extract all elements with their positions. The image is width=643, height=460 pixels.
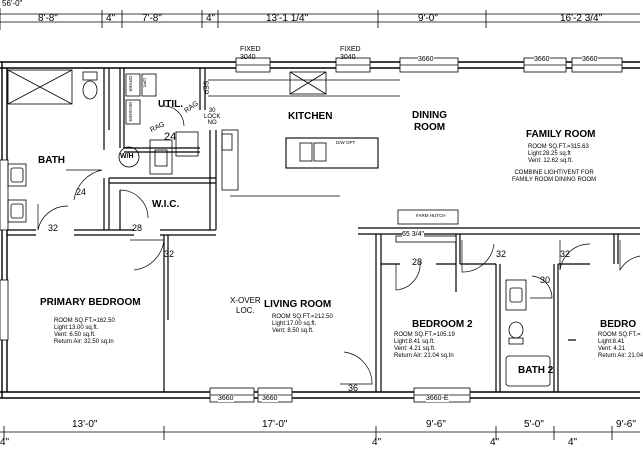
window-size-fixed-1: 3040 bbox=[240, 54, 256, 61]
top-dim-5: 13'-1 1/4" bbox=[266, 13, 309, 24]
bottom-dim-1: 4" bbox=[0, 437, 10, 448]
family-combine-note: COMBINE LIGHT/VENT FOR FAMILY ROOM DININ… bbox=[512, 170, 597, 183]
top-dim-7: 16'-2 3/4" bbox=[560, 13, 603, 24]
door-size-bath: 24 bbox=[76, 187, 87, 197]
bedroom-3-notes: ROOM SQ.FT.= Light:8.41 Vent: 4.21 Retur… bbox=[598, 332, 643, 359]
opt-label: OPT. bbox=[142, 78, 147, 89]
window-size-top-2: 3660 bbox=[534, 56, 550, 63]
door-size-bedroom-2: 32 bbox=[496, 249, 507, 259]
window-size-top-3: 3660 bbox=[582, 56, 598, 63]
farm-hutch-label: FARM HUTCH bbox=[416, 213, 446, 218]
dryer-label: DRYER bbox=[128, 76, 133, 92]
top-dim-2: 4" bbox=[106, 13, 116, 24]
bottom-dim-3: 17'-0" bbox=[262, 419, 288, 430]
primary-bedroom-notes: ROOM SQ.FT.=162.50 Light:13.00 sq.ft. Ve… bbox=[54, 318, 115, 345]
bottom-dim-9: 9'-6" bbox=[616, 419, 636, 430]
room-bath-2: BATH 2 bbox=[518, 365, 554, 376]
window-size-top-1: 3660 bbox=[418, 56, 434, 63]
room-family: FAMILY ROOM bbox=[526, 129, 596, 140]
bottom-dimension-line bbox=[0, 426, 640, 440]
door-size-util: 24 bbox=[164, 131, 177, 143]
room-kitchen: KITCHEN bbox=[288, 111, 333, 122]
bedroom-2-notes: ROOM SQ.FT.=105.19 Light:8.41 sq.ft. Ven… bbox=[394, 332, 455, 359]
top-cut-label: 56'-0" bbox=[2, 0, 23, 8]
room-util: UTIL. bbox=[158, 99, 183, 110]
utility-fixtures bbox=[118, 73, 239, 191]
door-swings bbox=[37, 105, 641, 385]
window-size-bottom-2: 3660 bbox=[262, 395, 278, 402]
window-size-bottom-1: 3660 bbox=[218, 395, 234, 402]
bottom-dim-8: 4" bbox=[568, 437, 578, 448]
room-bedroom-3: BEDRO bbox=[600, 319, 637, 330]
bath-fixtures bbox=[7, 69, 551, 387]
top-dim-1: 8'-8" bbox=[38, 13, 58, 24]
bottom-dim-5: 9'-6" bbox=[426, 419, 446, 430]
room-bath: BATH bbox=[38, 155, 66, 166]
top-dim-3: 7'-8" bbox=[142, 13, 162, 24]
window-size-bottom-3: 3660-E bbox=[426, 395, 449, 402]
washer-label: WASHER bbox=[128, 102, 133, 122]
door-size-primary: 32 bbox=[164, 249, 175, 259]
door-size-closet-2: 28 bbox=[412, 257, 423, 267]
room-living: LIVING ROOM bbox=[264, 299, 332, 310]
window-label-fixed-2: FIXED bbox=[340, 46, 361, 53]
top-dim-4: 4" bbox=[206, 13, 216, 24]
door-size-entry: 36 bbox=[348, 383, 359, 393]
window-label-fixed-1: FIXED bbox=[240, 46, 261, 53]
bottom-dim-4: 4" bbox=[372, 437, 382, 448]
room-dining: DINING ROOM bbox=[412, 110, 447, 133]
door-size-bedroom-3: 32 bbox=[560, 249, 571, 259]
water-heater-label: W/H bbox=[120, 153, 134, 160]
room-bedroom-2: BEDROOM 2 bbox=[412, 319, 473, 330]
kitchen-counters bbox=[208, 71, 400, 197]
door-size-bath-entry: 32 bbox=[48, 223, 59, 233]
interior-walls bbox=[7, 68, 640, 392]
half-wall-label: 65 3/4" bbox=[402, 231, 424, 238]
bottom-dim-7: 5'-0" bbox=[524, 419, 544, 430]
dishwasher-label: D/W OPT bbox=[336, 140, 356, 145]
bottom-dim-2: 13'-0" bbox=[72, 419, 98, 430]
room-wic: W.I.C. bbox=[152, 199, 180, 210]
xover-label: X-OVER LOC. bbox=[230, 296, 261, 315]
room-primary-bedroom: PRIMARY BEDROOM bbox=[40, 297, 141, 308]
door-size-bath-2: 30 bbox=[540, 275, 551, 285]
family-room-notes: ROOM SQ.FT.=315.63 Light:28.25 sq.ft Ven… bbox=[528, 144, 589, 164]
lock-no-label: 30 LOCK NO bbox=[204, 108, 221, 126]
sep-label: SEP bbox=[201, 80, 209, 95]
bottom-dim-6: 4" bbox=[490, 437, 500, 448]
top-dimension-line bbox=[0, 8, 640, 30]
farm-hutch bbox=[395, 209, 459, 243]
top-dim-6: 9'-0" bbox=[418, 13, 438, 24]
door-size-wic: 28 bbox=[132, 223, 143, 233]
living-room-notes: ROOM SQ.FT.=212.50 Light:17.00 sq.ft. Ve… bbox=[272, 314, 333, 334]
window-size-fixed-2: 3040 bbox=[340, 54, 356, 61]
